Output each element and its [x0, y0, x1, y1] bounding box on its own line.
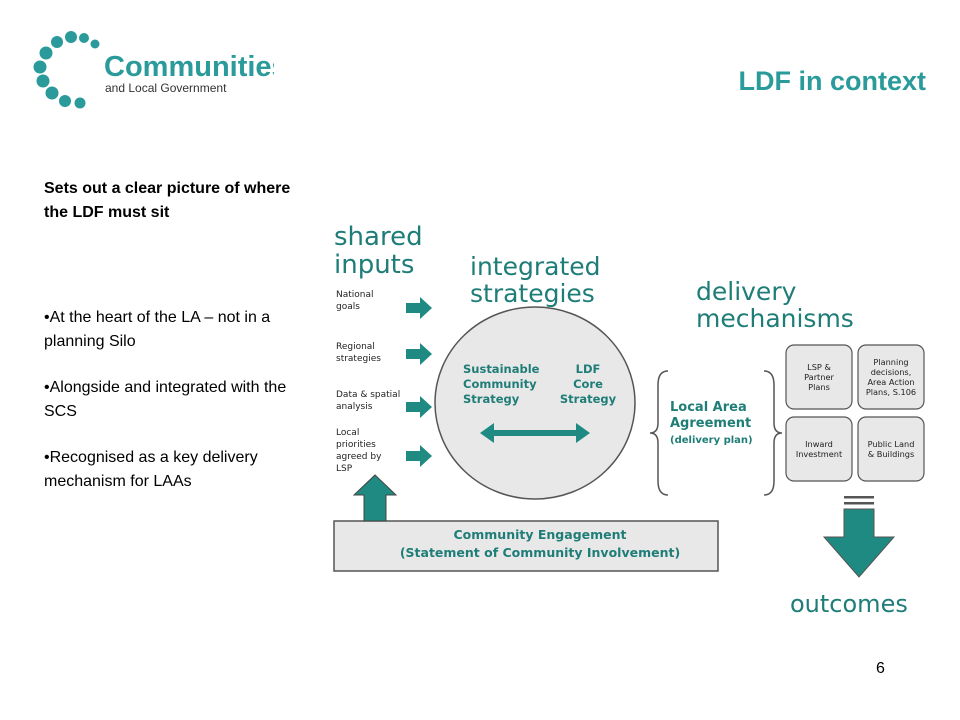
laa-label: Agreement [670, 416, 751, 431]
input-label: goals [336, 302, 360, 312]
arrow-bar-top [844, 496, 874, 499]
scs-label: Sustainable [463, 362, 540, 376]
input-arrow [406, 396, 432, 418]
delivery-box [857, 344, 925, 410]
input-arrow [406, 445, 432, 467]
communities-logo: Communities and Local Government [24, 24, 288, 114]
delivery-box-label: LSP & [807, 362, 831, 372]
slide-title: LDF in context [738, 66, 927, 96]
bullet-item: •Recognised as a key delivery mechanism … [44, 449, 258, 490]
bullet-list: •At the heart of the LA – not in a plann… [44, 306, 296, 516]
delivery-box-label: Plans [808, 382, 830, 392]
page-number: 6 [876, 660, 885, 677]
delivery-box-label: Inward [805, 439, 833, 449]
shared-inputs-heading: inputs [334, 250, 414, 280]
logo-dots-icon: Communities and Local Government [33, 31, 288, 109]
logo-wordmark: Communities [104, 51, 274, 83]
engagement-up-arrow [352, 474, 398, 522]
delivery-box-label: & Buildings [868, 449, 914, 459]
community-engagement-box [333, 520, 719, 572]
input-label: strategies [336, 354, 381, 364]
input-arrow [406, 343, 432, 365]
integrated-strategies-heading: strategies [470, 279, 595, 308]
shared-inputs-heading: shared [334, 222, 423, 252]
community-engagement-label: Community Engagement [454, 527, 627, 542]
delivery-mechanisms-heading: delivery [696, 277, 797, 306]
delivery-box [857, 416, 925, 482]
intro-text: Sets out a clear picture of where the LD… [44, 180, 291, 221]
input-label: analysis [336, 402, 373, 412]
delivery-box [785, 344, 853, 410]
bullet-item: •Alongside and integrated with the SCS [44, 379, 287, 420]
ldf-core-label: Strategy [560, 392, 617, 406]
integrated-strategies-heading: integrated [470, 252, 601, 281]
input-arrow [406, 297, 432, 319]
logo-subtitle: and Local Government [105, 81, 227, 95]
laa-sublabel: (delivery plan) [670, 435, 753, 446]
input-label: LSP [336, 464, 353, 474]
input-label: Data & spatial [336, 390, 400, 400]
delivery-box-label: Partner [804, 372, 834, 382]
scs-label: Community [463, 377, 537, 391]
bullet-item: •At the heart of the LA – not in a plann… [44, 309, 271, 350]
laa-right-brace [763, 370, 783, 496]
delivery-box-label: Investment [796, 449, 843, 459]
input-label: priorities [336, 440, 376, 450]
laa-left-brace [649, 370, 669, 496]
community-engagement-label: (Statement of Community Involvement) [400, 545, 680, 560]
two-way-arrow [480, 423, 590, 443]
delivery-box [785, 416, 853, 482]
scs-label: Strategy [463, 392, 520, 406]
ldf-core-label: Core [573, 377, 603, 391]
outcomes-arrow [822, 508, 896, 578]
delivery-box-label: Plans, S.106 [866, 387, 916, 397]
input-label: agreed by [336, 452, 382, 462]
delivery-box-label: decisions, [871, 367, 912, 377]
outcomes-label: outcomes [790, 590, 908, 618]
arrow-bar-bottom [844, 502, 874, 505]
delivery-mechanisms-heading: mechanisms [696, 304, 854, 333]
input-label: National [336, 290, 374, 300]
strategies-circle [434, 306, 636, 500]
delivery-box-label: Public Land [868, 439, 915, 449]
input-label: Regional [336, 342, 375, 352]
delivery-box-label: Planning [873, 357, 908, 367]
laa-label: Local Area [670, 400, 747, 415]
ldf-core-label: LDF [576, 362, 601, 376]
delivery-box-label: Area Action [867, 377, 914, 387]
input-label: Local [336, 428, 359, 438]
